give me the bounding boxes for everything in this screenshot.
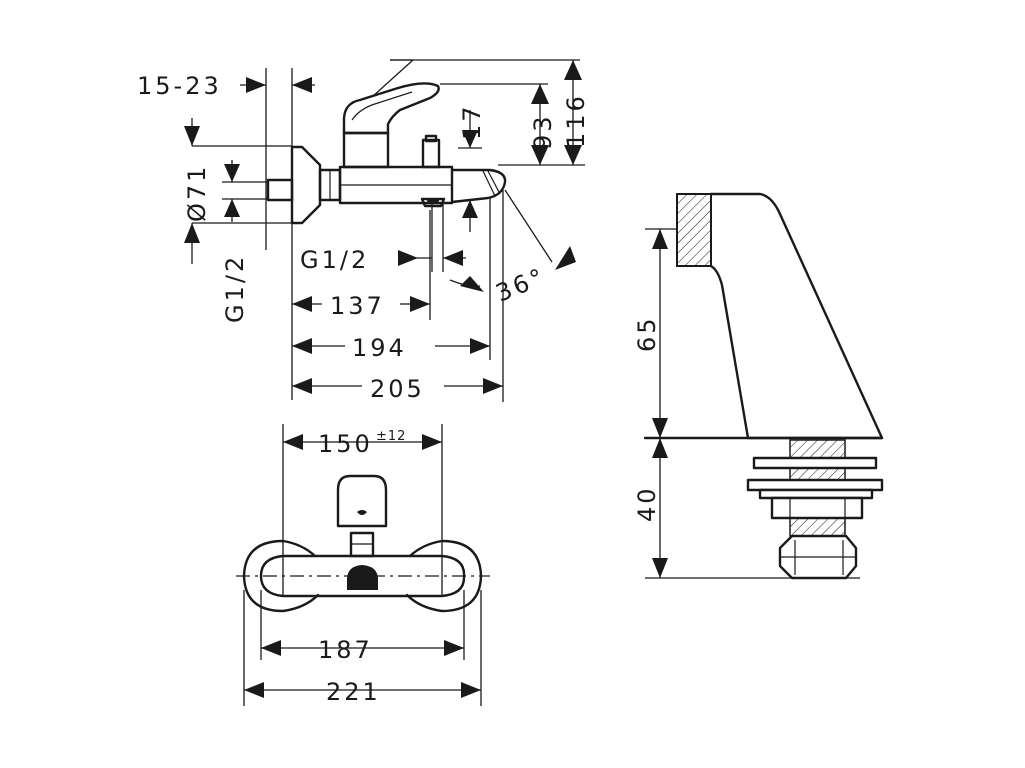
label-17: 17	[458, 103, 486, 140]
connector-body	[709, 192, 884, 440]
front-aerator	[347, 565, 378, 590]
lever-handle	[342, 82, 440, 135]
label-93: 93	[529, 113, 557, 150]
label-137: 137	[330, 292, 385, 320]
label-36-degree: 36°	[492, 262, 550, 307]
left-rosette	[242, 539, 320, 613]
label-g12-spout: G1/2	[300, 246, 369, 274]
right-rosette	[405, 539, 483, 613]
side-view-dimension-lines	[192, 59, 585, 402]
label-diameter-71: Ø71	[183, 164, 211, 222]
front-lever	[336, 474, 388, 528]
wall-thread-stub	[266, 178, 294, 202]
side-view	[266, 82, 507, 225]
front-view	[236, 474, 490, 613]
label-150-tolerance: ±12	[376, 429, 406, 444]
cartridge-column	[342, 131, 390, 169]
front-view-dimensions	[243, 424, 482, 706]
diverter-knob	[421, 138, 441, 169]
label-116: 116	[562, 93, 590, 148]
side-view-arrows	[184, 60, 582, 394]
label-40: 40	[633, 485, 661, 522]
label-221: 221	[326, 678, 381, 706]
label-205: 205	[370, 375, 425, 403]
label-194: 194	[352, 334, 407, 362]
washer-middle	[746, 478, 884, 492]
spout	[450, 168, 507, 204]
label-65: 65	[633, 315, 661, 352]
label-187: 187	[318, 636, 373, 664]
label-150: 150	[318, 430, 373, 458]
label-g12-left: G1/2	[221, 254, 249, 323]
label-15-23: 15-23	[137, 72, 222, 100]
connector-detail	[643, 192, 884, 580]
wall-flange	[290, 145, 322, 225]
dimension-labels: 15-23 Ø71 G1/2 17 93 116 G1/2 36° 137 19…	[137, 72, 661, 706]
washer-top	[752, 456, 878, 470]
